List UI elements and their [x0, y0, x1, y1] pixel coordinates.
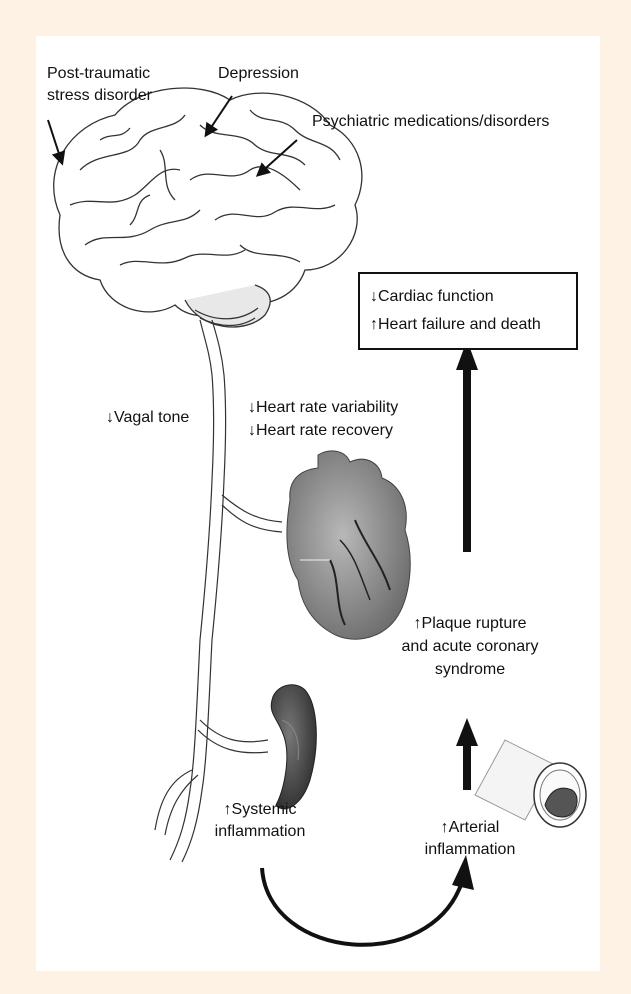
plaque-label-line2: and acute coronary: [375, 637, 565, 657]
spleen-illustration: [271, 685, 316, 809]
systemic-label-line1: ↑Systemic: [200, 800, 320, 820]
vagal-tone-label: ↓Vagal tone: [106, 408, 189, 428]
plaque-label-line3: syndrome: [375, 660, 565, 680]
depression-label: Depression: [218, 64, 299, 84]
outcome-box: ↓Cardiac function ↑Heart failure and dea…: [358, 272, 578, 350]
hrv-label: ↓Heart rate variability: [248, 398, 398, 418]
systemic-to-arterial-arrow: [262, 868, 462, 945]
arterial-label-line2: inflammation: [405, 840, 535, 860]
outcome-line1: ↓Cardiac function: [370, 283, 566, 311]
ptsd-label-line2: stress disorder: [47, 86, 152, 106]
heart-illustration: [287, 451, 410, 639]
systemic-label-line2: inflammation: [200, 822, 320, 842]
ptsd-pointer-arrow: [48, 120, 62, 163]
plaque-label-line1: ↑Plaque rupture: [375, 614, 565, 634]
psychiatric-label: Psychiatric medications/disorders: [312, 112, 549, 132]
ptsd-label-line1: Post-traumatic: [47, 64, 150, 84]
outcome-line2: ↑Heart failure and death: [370, 311, 566, 339]
arterial-label-line1: ↑Arterial: [405, 818, 535, 838]
hrr-label: ↓Heart rate recovery: [248, 421, 393, 441]
artery-illustration: [475, 740, 586, 827]
